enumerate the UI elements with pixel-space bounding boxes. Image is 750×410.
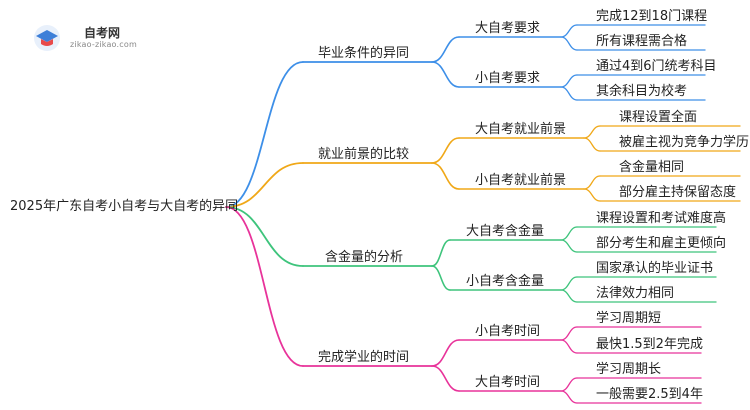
leaf-connector	[560, 24, 578, 38]
leaf: 法律效力相同	[596, 286, 675, 301]
leaf-connector	[560, 289, 578, 303]
root-connector	[225, 61, 304, 208]
sub-connector	[431, 61, 460, 88]
leaf-connector	[583, 125, 601, 139]
leaf-connector	[560, 339, 578, 354]
sub-connector	[431, 162, 460, 190]
leaf-connector	[560, 276, 578, 291]
leaf: 最快1.5到2年完成	[596, 337, 703, 352]
sub-duration-big: 大自考时间	[475, 375, 541, 390]
leaf: 通过4到6门统考科目	[596, 59, 717, 74]
leaf: 完成12到18门课程	[596, 9, 708, 24]
leaf-connector	[560, 226, 578, 241]
sub-connector	[431, 239, 451, 267]
sub-value-small: 小自考含金量	[466, 274, 545, 289]
graduation-cap-icon	[34, 25, 60, 51]
sub-graduation-big: 大自考要求	[475, 21, 541, 36]
branch-graduation: 毕业条件的异同	[318, 46, 410, 61]
leaf: 课程设置和考试难度高	[596, 211, 727, 226]
leaf-connector	[560, 377, 578, 392]
sub-connector	[431, 339, 460, 367]
leaf: 其余科目为校考	[596, 84, 688, 99]
leaf: 部分雇主持保留态度	[619, 185, 737, 200]
branch-value: 含金量的分析	[325, 250, 404, 265]
root-connector	[225, 206, 304, 267]
leaf: 一般需要2.5到4年	[596, 387, 703, 402]
sub-connector	[431, 137, 460, 164]
leaf: 学习周期长	[596, 362, 662, 377]
leaf-connector	[583, 137, 601, 152]
leaf: 部分考生和雇主更倾向	[596, 236, 727, 251]
leaf-connector	[560, 36, 578, 51]
leaf: 国家承认的毕业证书	[596, 261, 714, 276]
leaf: 学习周期短	[596, 311, 662, 326]
branch-duration: 完成学业的时间	[318, 350, 410, 365]
leaf: 含金量相同	[619, 160, 685, 175]
logo-name: 自考网	[84, 26, 121, 40]
branch-employment: 就业前景的比较	[318, 147, 410, 162]
sub-connector	[431, 265, 451, 291]
leaf: 被雇主视为竞争力学历	[619, 135, 750, 150]
sub-graduation-small: 小自考要求	[475, 71, 541, 86]
sub-connector	[431, 365, 460, 392]
sub-employment-big: 大自考就业前景	[475, 122, 567, 137]
logo-url: zikao-zikao.com	[70, 40, 137, 49]
leaf-connector	[583, 175, 601, 190]
leaf-connector	[560, 390, 578, 404]
sub-value-big: 大自考含金量	[466, 224, 545, 239]
leaf-connector	[583, 188, 601, 202]
root-connector	[225, 162, 304, 208]
root-topic: 2025年广东自考小自考与大自考的异同	[10, 199, 239, 214]
leaf-connector	[560, 239, 578, 253]
leaf-connector	[560, 74, 578, 88]
leaf: 课程设置全面	[619, 110, 698, 125]
sub-connector	[431, 36, 460, 63]
sub-employment-small: 小自考就业前景	[475, 173, 567, 188]
sub-duration-small: 小自考时间	[475, 324, 541, 339]
root-connector	[225, 206, 304, 367]
leaf-connector	[560, 326, 578, 341]
site-logo[interactable]: 自考网 zikao-zikao.com	[32, 18, 152, 58]
leaf-connector	[560, 86, 578, 101]
leaf: 所有课程需合格	[596, 34, 688, 49]
